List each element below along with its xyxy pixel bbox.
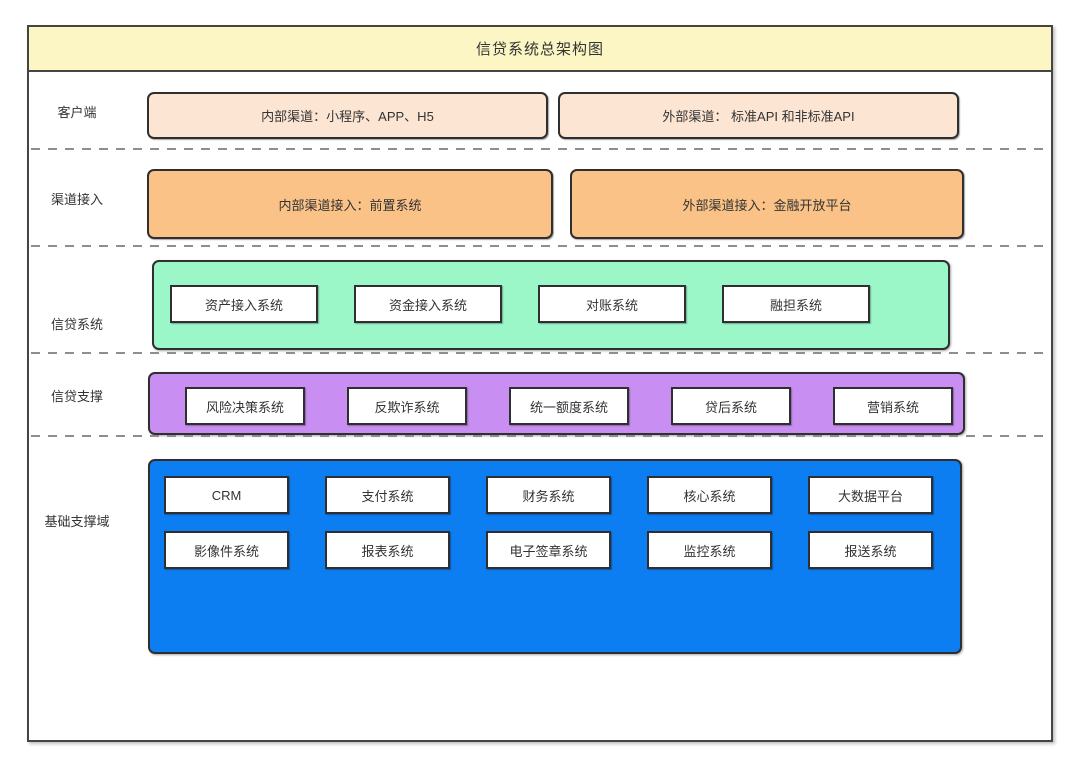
system-box-unified-quota: 统一额度系统 <box>509 387 629 425</box>
base-support-row-top: CRM 支付系统 财务系统 核心系统 大数据平台 <box>164 476 933 514</box>
system-box-submission: 报送系统 <box>808 531 933 569</box>
base-support-container: CRM 支付系统 财务系统 核心系统 大数据平台 影像件系统 报表系统 电子签章… <box>148 459 962 654</box>
row-label-channel-access: 渠道接入 <box>50 192 103 207</box>
box-internal-channel-access: 内部渠道接入：前置系统 <box>147 169 553 239</box>
system-box-payment: 支付系统 <box>325 476 450 514</box>
box-external-channel: 外部渠道： 标准API 和非标准API <box>558 92 959 139</box>
band-credit-system: 信贷系统 资产接入系统 资金接入系统 对账系统 融担系统 <box>29 247 1051 354</box>
system-box-bigdata: 大数据平台 <box>808 476 933 514</box>
system-box-marketing: 营销系统 <box>833 387 953 425</box>
system-box-asset-access: 资产接入系统 <box>170 285 318 323</box>
row-label-credit-support: 信贷支撑 <box>50 389 103 404</box>
system-box-fund-access: 资金接入系统 <box>354 285 502 323</box>
system-box-anti-fraud: 反欺诈系统 <box>347 387 467 425</box>
band-client-content: 内部渠道：小程序、APP、H5 外部渠道： 标准API 和非标准API <box>125 72 1051 150</box>
band-base-support-content: CRM 支付系统 财务系统 核心系统 大数据平台 影像件系统 报表系统 电子签章… <box>125 437 1051 740</box>
row-label-client: 客户端 <box>57 104 97 120</box>
row-label-base-support: 基础支撑域 <box>44 513 110 529</box>
page-title: 信贷系统总架构图 <box>475 41 604 58</box>
diagram-frame: 信贷系统总架构图 客户端 内部渠道：小程序、APP、H5 外部渠道： 标准API… <box>27 25 1053 742</box>
system-box-monitoring: 监控系统 <box>647 531 772 569</box>
system-box-post-loan: 贷后系统 <box>671 387 791 425</box>
band-credit-support: 信贷支撑 风险决策系统 反欺诈系统 统一额度系统 贷后系统 营销系统 <box>29 354 1051 437</box>
system-box-finance: 财务系统 <box>486 476 611 514</box>
base-support-row-bottom: 影像件系统 报表系统 电子签章系统 监控系统 报送系统 <box>164 531 933 569</box>
box-internal-channel: 内部渠道：小程序、APP、H5 <box>147 92 548 139</box>
system-box-report: 报表系统 <box>325 531 450 569</box>
box-external-channel-access: 外部渠道接入：金融开放平台 <box>570 169 964 239</box>
band-client: 客户端 内部渠道：小程序、APP、H5 外部渠道： 标准API 和非标准API <box>29 72 1051 150</box>
system-box-esignature: 电子签章系统 <box>486 531 611 569</box>
system-box-guarantee: 融担系统 <box>722 285 870 323</box>
credit-support-container: 风险决策系统 反欺诈系统 统一额度系统 贷后系统 营销系统 <box>148 372 965 435</box>
band-base-support: 基础支撑域 CRM 支付系统 财务系统 核心系统 大数据平台 影像件系统 报表系… <box>29 437 1051 740</box>
band-credit-support-content: 风险决策系统 反欺诈系统 统一额度系统 贷后系统 营销系统 <box>125 354 1051 437</box>
system-box-core: 核心系统 <box>647 476 772 514</box>
system-box-risk-decision: 风险决策系统 <box>185 387 305 425</box>
system-box-crm: CRM <box>164 476 289 514</box>
band-credit-system-content: 资产接入系统 资金接入系统 对账系统 融担系统 <box>125 247 1051 354</box>
system-box-reconciliation: 对账系统 <box>538 285 686 323</box>
row-label-credit-system: 信贷系统 <box>50 316 103 332</box>
band-channel-access: 渠道接入 内部渠道接入：前置系统 外部渠道接入：金融开放平台 <box>29 150 1051 247</box>
diagram-body: 客户端 内部渠道：小程序、APP、H5 外部渠道： 标准API 和非标准API … <box>29 72 1051 740</box>
diagram-title-bar: 信贷系统总架构图 <box>29 27 1051 72</box>
band-channel-access-content: 内部渠道接入：前置系统 外部渠道接入：金融开放平台 <box>125 150 1051 247</box>
system-box-imaging: 影像件系统 <box>164 531 289 569</box>
credit-system-container: 资产接入系统 资金接入系统 对账系统 融担系统 <box>152 260 950 350</box>
